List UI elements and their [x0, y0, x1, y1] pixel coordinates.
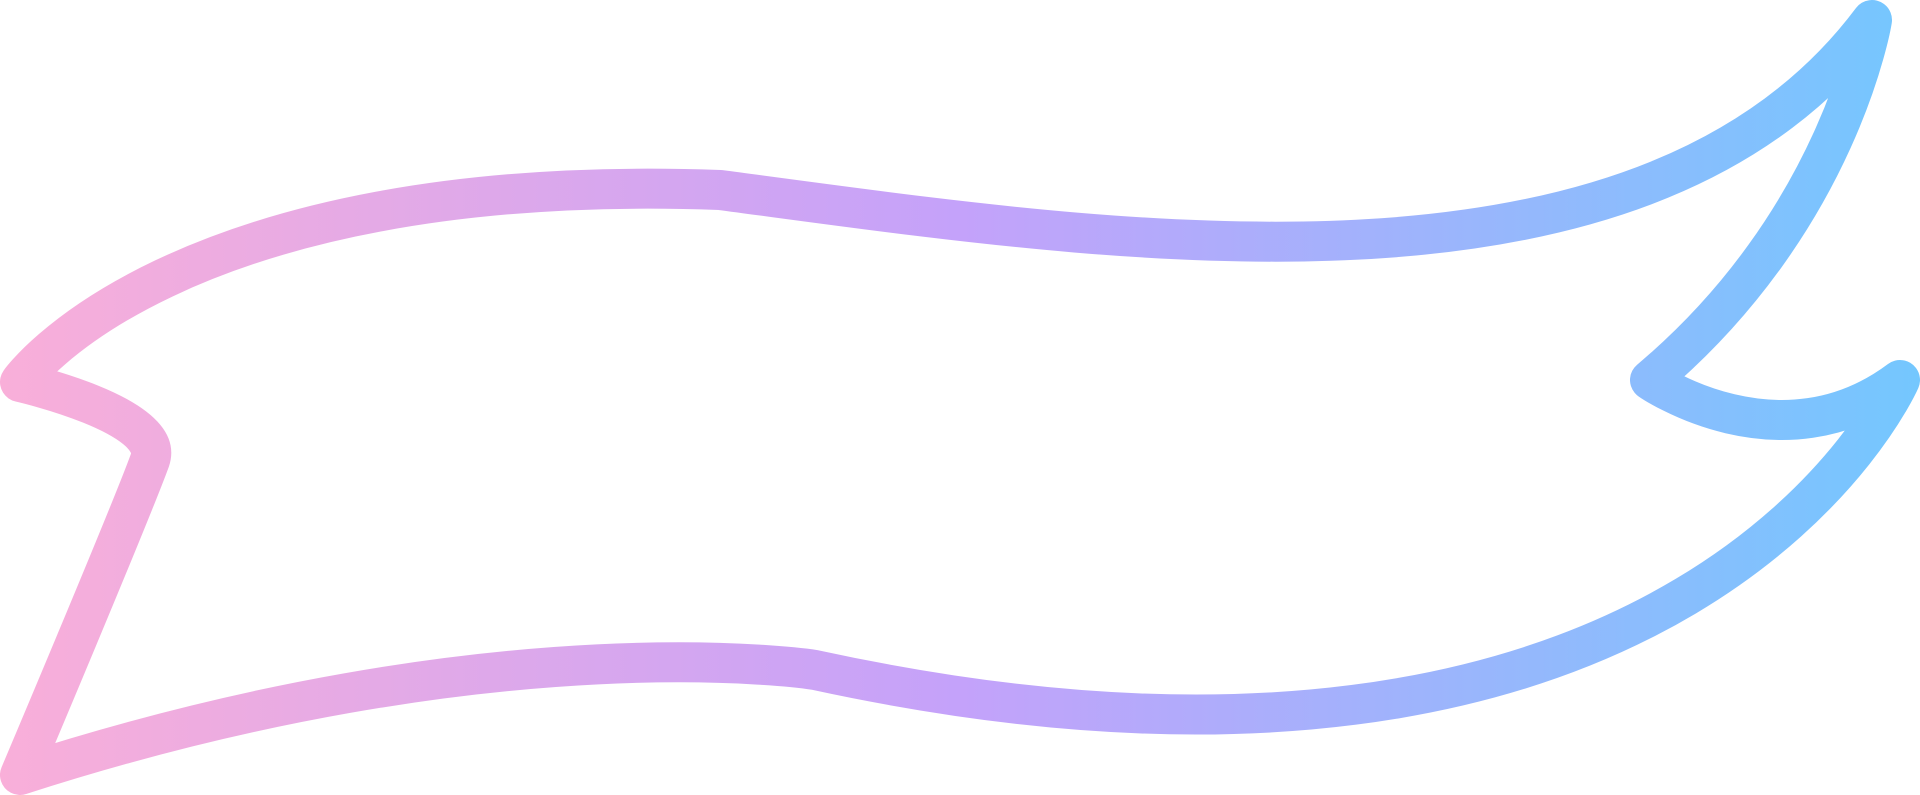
ribbon-banner-canvas — [0, 0, 1920, 795]
ribbon-banner-graphic — [0, 0, 1920, 795]
ribbon-banner-outline — [0, 0, 1920, 795]
